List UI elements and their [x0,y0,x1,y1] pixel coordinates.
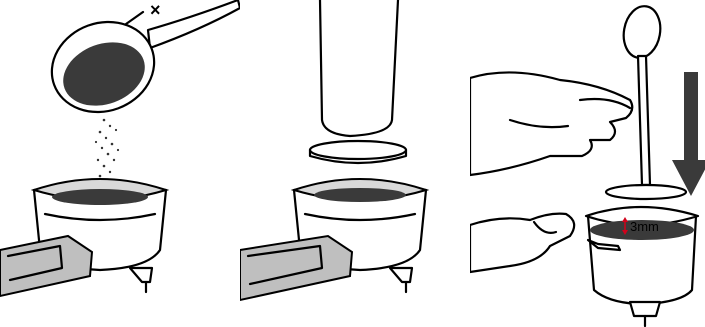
panel-level: 3mm [470,0,705,327]
holder-spout [130,268,152,282]
holder-spout [390,268,412,282]
holder-handle [240,236,352,300]
measurement-label: 3mm [630,219,659,234]
scoop-head [620,3,664,60]
dose-illustration: × [0,0,240,327]
grounds-in-basket [314,188,406,202]
falling-grounds [95,119,119,188]
tool-stem [638,56,650,185]
grounds-in-basket [52,189,148,205]
upper-hand [470,72,632,175]
tamp-illustration [240,0,465,327]
tamper-handle [320,0,398,136]
tool-foot [606,185,686,199]
x-mark: × [150,0,161,20]
tamper-disc [310,141,406,159]
scoop-handle [148,0,240,48]
lower-hand [470,214,574,272]
holder-spout [630,302,660,316]
level-illustration: 3mm [470,0,705,327]
holder-handle [0,236,92,296]
down-arrow-icon [672,72,705,196]
panel-dose-grounds: × [0,0,240,327]
panel-tamp [240,0,465,327]
